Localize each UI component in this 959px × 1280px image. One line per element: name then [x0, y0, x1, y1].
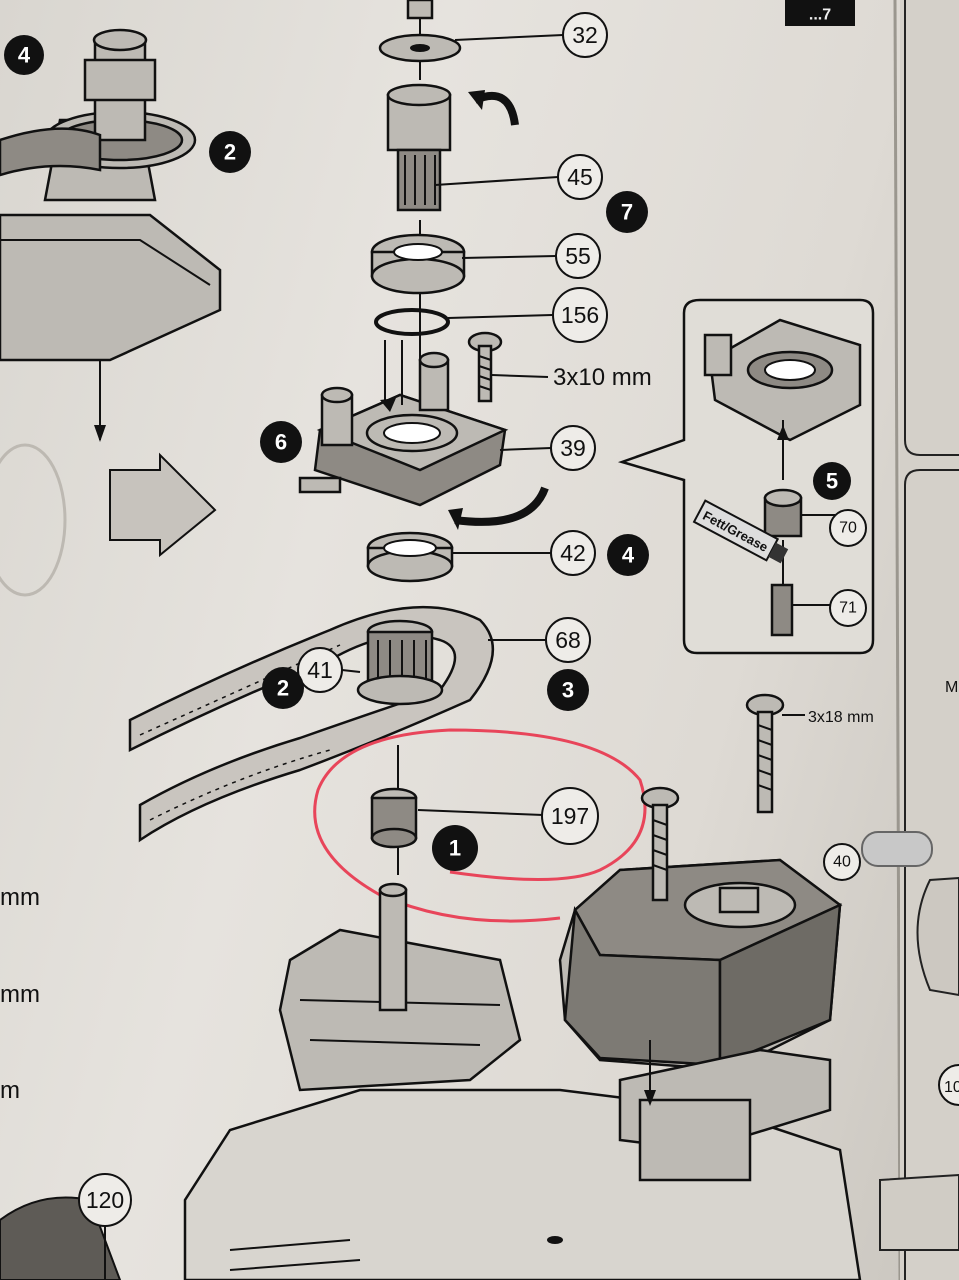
- screw-3x18: [745, 693, 785, 814]
- step-5: [813, 462, 851, 500]
- right-edge-text-1: M: [945, 679, 958, 696]
- callout-55: [555, 233, 601, 279]
- callouts: 32 45 55 156 3x10 mm 39 42 68 41 197 70 …: [78, 12, 874, 1280]
- step-4: [607, 534, 649, 576]
- callout-45: [557, 154, 603, 200]
- step-2-top-text: 2: [224, 140, 236, 165]
- callout-32: [562, 12, 608, 58]
- right-edge-text-2: 10: [944, 1079, 959, 1096]
- corner-fragment: ...7: [809, 7, 831, 24]
- callout-197: [541, 787, 599, 845]
- step-2: [262, 667, 304, 709]
- part-39-housing: [298, 351, 509, 507]
- callout-55-text: 55: [565, 243, 591, 269]
- step-4-top: [4, 35, 44, 75]
- direction-arrow: [109, 452, 217, 558]
- callout-39-text: 39: [560, 435, 586, 461]
- step-badges: 1 2 2 3 4 4 5 6 7: [4, 35, 851, 871]
- step-6: [260, 421, 302, 463]
- callout-41-text: 41: [307, 657, 333, 683]
- step-4-text: 4: [622, 543, 635, 568]
- screw-size-top: 3x10 mm: [553, 364, 652, 391]
- step-1-text: 1: [449, 836, 461, 861]
- step-1: [432, 825, 478, 871]
- step-7-text: 7: [621, 200, 633, 225]
- callout-70-text: 70: [839, 520, 857, 537]
- part-68-belt: [128, 605, 495, 843]
- top-left-housing: [0, 28, 222, 442]
- callout-45-text: 45: [567, 164, 593, 190]
- callout-32-text: 32: [572, 22, 598, 48]
- callout-70: [829, 509, 867, 547]
- step-5-text: 5: [826, 469, 838, 494]
- callout-120: [78, 1173, 132, 1227]
- step-6-text: 6: [275, 430, 287, 455]
- callout-42: [550, 530, 596, 576]
- screw-3x10: [467, 331, 503, 403]
- callout-41: [297, 647, 343, 693]
- callout-42-text: 42: [560, 540, 586, 566]
- part-156-ring: [374, 308, 450, 336]
- callout-68: [545, 617, 591, 663]
- part-197-bushing: [370, 787, 418, 849]
- inset-box: Fett/Grease: [617, 298, 875, 655]
- callout-156-text: 156: [561, 302, 599, 328]
- callout-68-text: 68: [555, 627, 581, 653]
- part-55-bearing: [370, 257, 466, 295]
- screw-gearbox: [640, 786, 680, 902]
- corner-tab: [785, 0, 855, 26]
- step-3-text: 3: [562, 678, 574, 703]
- bottom-gearbox: [0, 858, 862, 1280]
- callout-120-text: 120: [86, 1187, 124, 1213]
- callout-197-text: 197: [551, 803, 589, 829]
- step-2-top: [209, 131, 251, 173]
- callout-39: [550, 425, 596, 471]
- callout-71-text: 71: [839, 600, 857, 617]
- binder-ring: [861, 831, 933, 867]
- step-4-top-text: 4: [18, 43, 31, 68]
- left-edge-text-2: mm: [0, 981, 40, 1008]
- step-2-text: 2: [277, 676, 289, 701]
- left-edge-text-3: m: [0, 1077, 20, 1104]
- step-3: [547, 669, 589, 711]
- left-edge-text-1: mm: [0, 884, 40, 911]
- callout-156: [552, 287, 608, 343]
- callout-40: [823, 843, 861, 881]
- callout-71: [829, 589, 867, 627]
- screw-size-right: 3x18 mm: [808, 709, 874, 726]
- callout-40-text: 40: [833, 854, 851, 871]
- part-41-pulley: [356, 619, 444, 706]
- step-7: [606, 191, 648, 233]
